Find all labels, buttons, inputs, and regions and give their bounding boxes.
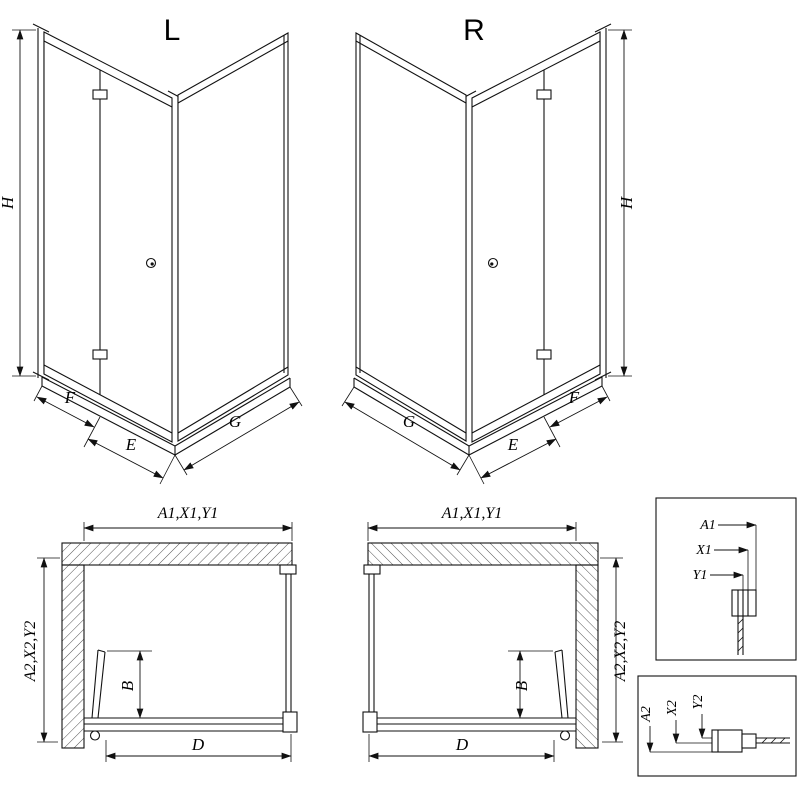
dim-label-g-left: G — [229, 412, 241, 431]
r-3d-view — [342, 24, 632, 484]
dim-label-f-right: F — [568, 388, 580, 407]
labels: L H F E G R H F E G A1,X1,Y1 A2,X2,Y2 B … — [0, 14, 716, 754]
wall-profile-section — [711, 729, 743, 753]
dim-label-d-right: D — [455, 735, 469, 754]
dim-label-g-right: G — [403, 412, 415, 431]
dim-label-x1-detail: X1 — [695, 543, 712, 558]
dim-label-y2-detail: Y2 — [691, 695, 706, 710]
dim-label-e-left: E — [125, 435, 137, 454]
bottom-profile-detail — [637, 675, 797, 777]
dim-label-a1x1y1-right: A1,X1,Y1 — [441, 505, 502, 522]
dim-label-b-right: B — [512, 680, 531, 691]
dim-label-d-left: D — [191, 735, 205, 754]
adjustment-profile-section — [741, 733, 757, 749]
dim-label-h-left: H — [0, 195, 17, 210]
top-profile-detail — [655, 497, 797, 661]
r-variant-label: R — [463, 14, 485, 47]
l-3d-view — [12, 24, 302, 484]
l-variant-label: L — [164, 14, 181, 47]
r-plan-view — [363, 522, 623, 762]
l-plan-view — [37, 522, 297, 762]
dim-label-h-right: H — [617, 195, 636, 210]
dim-label-a2-detail: A2 — [639, 706, 654, 723]
dim-label-a1x1y1-left: A1,X1,Y1 — [157, 505, 218, 522]
dim-label-x2-detail: X2 — [665, 700, 680, 717]
dim-label-f-left: F — [64, 388, 76, 407]
dim-label-a2x2y2-left: A2,X2,Y2 — [22, 621, 39, 682]
dim-label-a2x2y2-right: A2,X2,Y2 — [612, 621, 629, 682]
dim-label-b-left: B — [118, 680, 137, 691]
dim-label-e-right: E — [507, 435, 519, 454]
detail-box-frame — [637, 675, 797, 777]
dim-label-y1-detail: Y1 — [693, 568, 708, 583]
wall-profile-section — [731, 589, 757, 617]
dim-label-a1-detail: A1 — [699, 518, 716, 533]
detail-box-frame — [655, 497, 797, 661]
